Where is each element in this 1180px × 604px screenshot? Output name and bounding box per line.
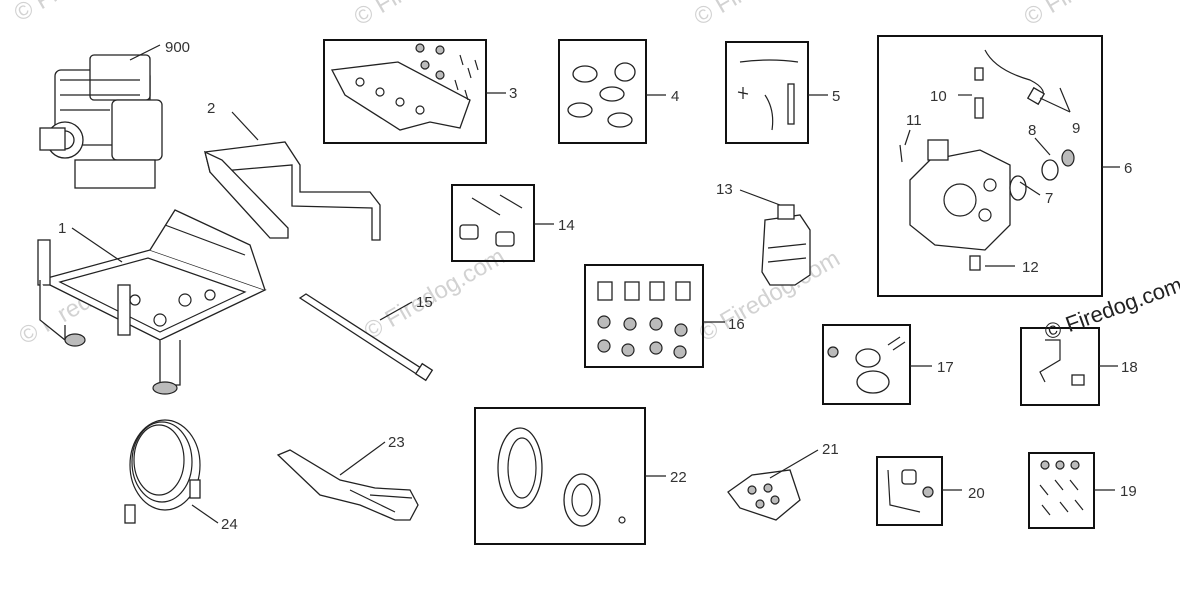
kit-box-6[interactable]: [877, 35, 1103, 297]
callout-23: 23: [388, 434, 405, 451]
callout-21: 21: [822, 441, 839, 458]
kit-box-4[interactable]: [558, 39, 647, 144]
callout-9: 9: [1072, 120, 1080, 137]
part-5-hose-kit: [737, 59, 799, 131]
callout-15: 15: [416, 294, 433, 311]
callout-18: 18: [1121, 359, 1138, 376]
part-13-bottle[interactable]: [739, 189, 811, 286]
part-16-isolator-kit: [597, 281, 691, 359]
watermark-tile: © Firedog.com: [690, 0, 840, 31]
part-23-spray-gun[interactable]: [276, 441, 419, 521]
part-1-frame[interactable]: [37, 209, 267, 395]
watermark-tile: © Firedog.com: [360, 243, 510, 345]
part-900-engine[interactable]: [39, 44, 163, 189]
callout-8: 8: [1028, 122, 1036, 139]
kit-box-14[interactable]: [451, 184, 535, 262]
part-3-belt-guard-kit: [330, 43, 479, 131]
part-24-hose[interactable]: [124, 419, 219, 524]
watermark-main: © Firedog.com: [1041, 272, 1180, 345]
callout-11: 11: [906, 112, 922, 129]
callout-6: 6: [1124, 160, 1132, 177]
kit-box-16[interactable]: [584, 264, 704, 368]
callout-19: 19: [1120, 483, 1137, 500]
callout-20: 20: [968, 485, 985, 502]
callout-16: 16: [728, 316, 745, 333]
callout-1: 1: [58, 220, 66, 237]
callout-900: 900: [165, 39, 190, 56]
part-4-gasket-kit: [567, 62, 636, 128]
part-21-hardware-bag[interactable]: [727, 449, 819, 521]
watermark-tile: © Firedog.com: [10, 0, 160, 27]
callout-10: 10: [930, 88, 947, 105]
callout-13: 13: [716, 181, 733, 198]
part-15-lance[interactable]: [298, 293, 434, 382]
part-22-wheel-kit: [497, 427, 626, 527]
callout-17: 17: [937, 359, 954, 376]
callout-14: 14: [558, 217, 575, 234]
callout-2: 2: [207, 100, 215, 117]
kit-box-3[interactable]: [323, 39, 487, 144]
part-19-screw-kit: [1039, 460, 1084, 516]
callout-24: 24: [221, 516, 238, 533]
kit-box-20[interactable]: [876, 456, 943, 526]
callout-3: 3: [509, 85, 517, 102]
kit-box-5[interactable]: [725, 41, 809, 144]
watermark-tile: © Firedog.com: [1020, 0, 1170, 31]
callout-7: 7: [1045, 190, 1053, 207]
part-14-bolt-kit: [459, 194, 523, 247]
part-18-bracket-kit: [1039, 339, 1085, 386]
part-2-handle[interactable]: [204, 111, 381, 241]
callout-4: 4: [671, 88, 679, 105]
callout-22: 22: [670, 469, 687, 486]
kit-box-17[interactable]: [822, 324, 911, 405]
part-17-bearing-kit: [827, 336, 906, 394]
callout-12: 12: [1022, 259, 1039, 276]
callout-5: 5: [832, 88, 840, 105]
part-6-pump: [899, 49, 1075, 271]
part-20-axle-kit: [887, 469, 934, 513]
watermark-tile: © Firedog.com: [350, 0, 500, 31]
